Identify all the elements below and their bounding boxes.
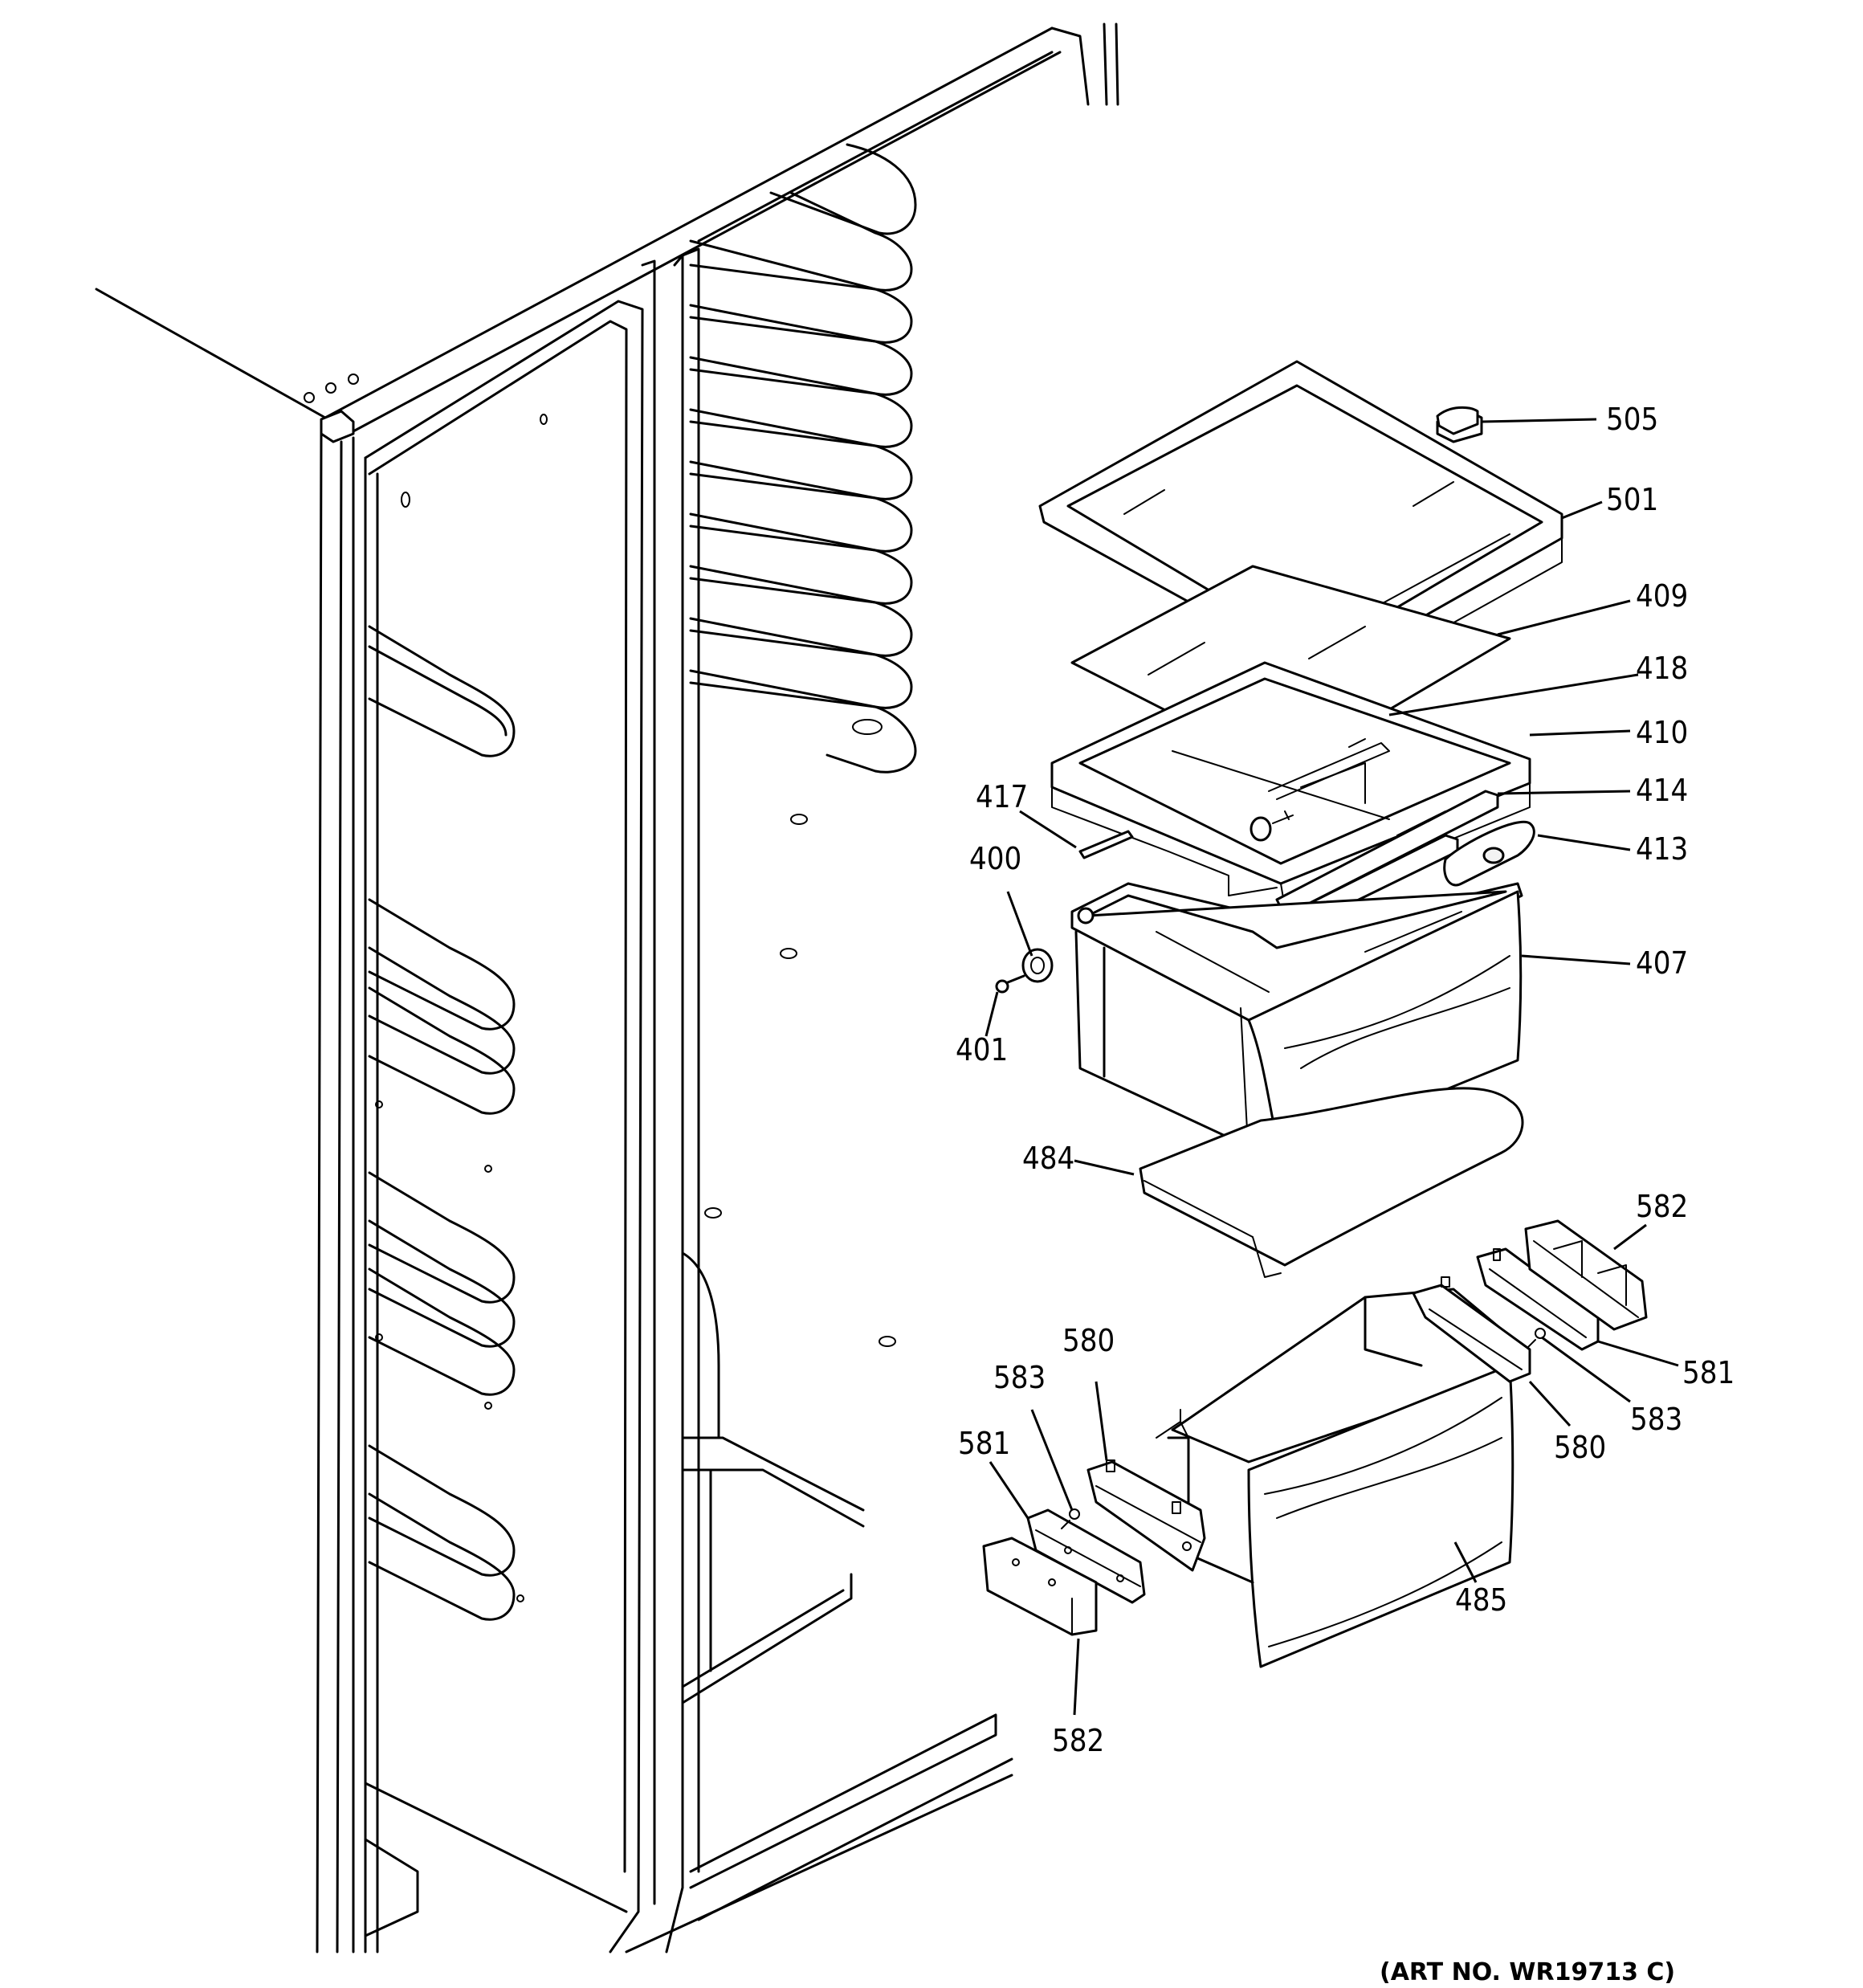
callout-580-left: 580 — [1062, 1323, 1115, 1358]
leader-lines — [984, 418, 1679, 1716]
callout-400: 400 — [969, 841, 1021, 876]
pan-485 — [1156, 1288, 1527, 1668]
callout-labels: 505 501 409 418 410 414 413 417 400 401 … — [956, 402, 1735, 1758]
callout-485: 485 — [1455, 1582, 1507, 1618]
screw-401 — [995, 974, 1025, 994]
rail-417 — [1078, 830, 1134, 859]
callout-409: 409 — [1636, 578, 1688, 614]
callout-501: 501 — [1606, 482, 1658, 517]
screw-583-left — [1061, 1508, 1080, 1529]
divider-418 — [1268, 742, 1390, 800]
callout-418: 418 — [1636, 651, 1688, 686]
callout-413: 413 — [1636, 831, 1688, 867]
callout-505: 505 — [1606, 402, 1658, 437]
callout-484: 484 — [1022, 1141, 1074, 1176]
nut-400 — [1021, 948, 1054, 983]
callout-583-right: 583 — [1630, 1402, 1682, 1437]
callout-401: 401 — [956, 1032, 1008, 1067]
callout-581-right: 581 — [1682, 1355, 1735, 1390]
slide-580-left — [1086, 1459, 1206, 1572]
callout-417: 417 — [976, 779, 1028, 814]
cover-484 — [1139, 1087, 1524, 1278]
callout-583-left: 583 — [993, 1360, 1046, 1395]
shelf-rails-left — [368, 414, 548, 1621]
callout-410: 410 — [1636, 715, 1688, 750]
callout-582-right: 582 — [1636, 1189, 1688, 1224]
callout-581-left: 581 — [958, 1426, 1010, 1461]
end-cap-582-right — [1524, 1219, 1648, 1331]
callout-582-left: 582 — [1052, 1723, 1104, 1758]
screw-583-right — [1527, 1328, 1546, 1349]
callout-580-right: 580 — [1554, 1430, 1606, 1465]
callout-414: 414 — [1636, 773, 1688, 808]
end-cap-582-left — [982, 1537, 1098, 1636]
slide-580-right — [1412, 1276, 1531, 1383]
drawer-407 — [1070, 882, 1523, 1161]
callout-407: 407 — [1636, 945, 1688, 981]
shelf-clip-505 — [1436, 406, 1479, 435]
art-number: (ART NO. WR19713 C) — [1380, 1958, 1675, 1986]
shelf-rails-right — [689, 143, 917, 1347]
refrigerator-cabinet — [95, 22, 1119, 1953]
